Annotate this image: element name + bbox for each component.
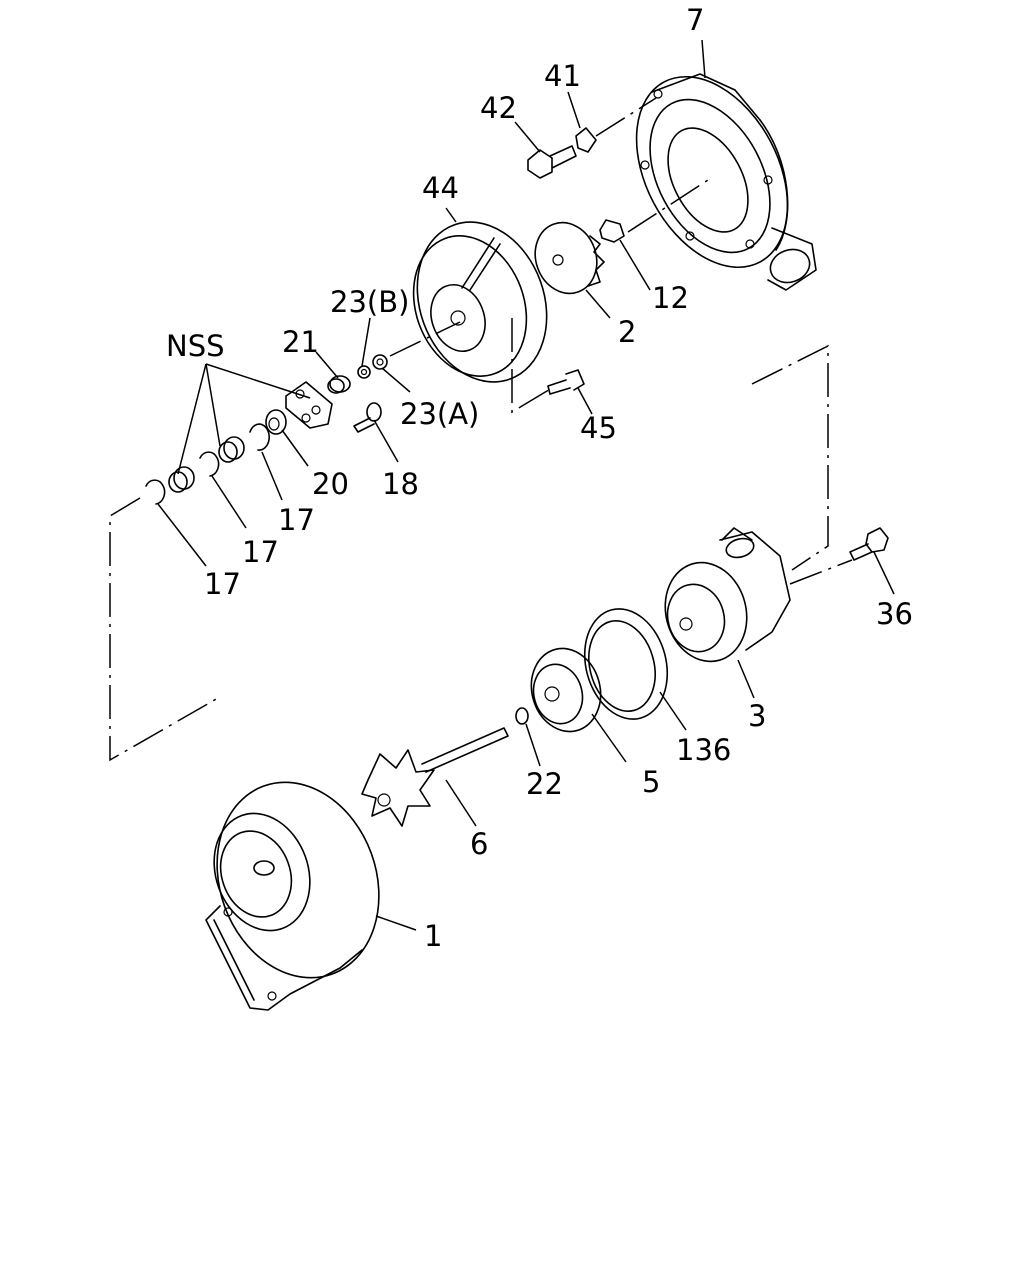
callout-22: 22 bbox=[526, 767, 563, 801]
washer-part-23a bbox=[372, 354, 388, 370]
callout-23b: 23(B) bbox=[330, 285, 409, 319]
bushing-part-21 bbox=[327, 375, 351, 394]
screw-part-45 bbox=[547, 369, 585, 395]
turbine-housing-part-1 bbox=[205, 781, 380, 1011]
bearing-nss-1 bbox=[218, 436, 245, 463]
callout-5: 5 bbox=[642, 765, 660, 799]
washer-part-23b bbox=[357, 365, 371, 379]
thrust-plate-nss bbox=[285, 381, 333, 429]
nut-part-12 bbox=[599, 219, 625, 243]
callout-labels: 7 41 42 44 12 2 23(B) 21 NSS 23(A) 45 18… bbox=[166, 3, 913, 953]
callout-17-a: 17 bbox=[278, 503, 315, 537]
callout-7: 7 bbox=[686, 3, 704, 37]
turbine-wheel-shaft-part-6 bbox=[361, 727, 509, 827]
washer-part-22 bbox=[515, 707, 529, 725]
bearing-nss-2 bbox=[168, 466, 195, 493]
snap-ring-part-17-3 bbox=[145, 479, 166, 505]
screw-part-18 bbox=[353, 402, 382, 433]
seal-plate-part-5 bbox=[530, 647, 602, 733]
callout-12: 12 bbox=[652, 281, 689, 315]
callout-6: 6 bbox=[470, 827, 488, 861]
callout-1: 1 bbox=[424, 919, 442, 953]
compressor-wheel-part-2 bbox=[534, 221, 605, 295]
bolt-part-42 bbox=[527, 145, 577, 179]
callout-136: 136 bbox=[676, 733, 731, 767]
compressor-housing-part-7 bbox=[635, 73, 817, 291]
back-plate-part-44 bbox=[412, 221, 548, 383]
callout-36: 36 bbox=[876, 597, 913, 631]
lock-plate-part-41 bbox=[575, 127, 597, 153]
callout-18: 18 bbox=[382, 467, 419, 501]
callout-45: 45 bbox=[580, 411, 617, 445]
gasket-part-136 bbox=[583, 608, 669, 720]
callout-23a: 23(A) bbox=[400, 397, 479, 431]
callout-41: 41 bbox=[544, 59, 581, 93]
center-housing-part-3 bbox=[664, 527, 791, 663]
callout-21: 21 bbox=[282, 325, 319, 359]
callout-2: 2 bbox=[618, 315, 636, 349]
snap-ring-part-17-1 bbox=[249, 423, 270, 451]
bolt-part-36 bbox=[849, 527, 889, 561]
callout-nss: NSS bbox=[166, 329, 225, 363]
ring-part-20 bbox=[265, 409, 287, 435]
snap-ring-part-17-2 bbox=[199, 451, 220, 477]
callout-42: 42 bbox=[480, 91, 517, 125]
callout-3: 3 bbox=[748, 699, 766, 733]
callout-20: 20 bbox=[312, 467, 349, 501]
leader-lines bbox=[157, 39, 895, 931]
callout-17-c: 17 bbox=[204, 567, 241, 601]
callout-17-b: 17 bbox=[242, 535, 279, 569]
callout-44: 44 bbox=[422, 171, 459, 205]
assembly-center-lines bbox=[109, 97, 853, 762]
